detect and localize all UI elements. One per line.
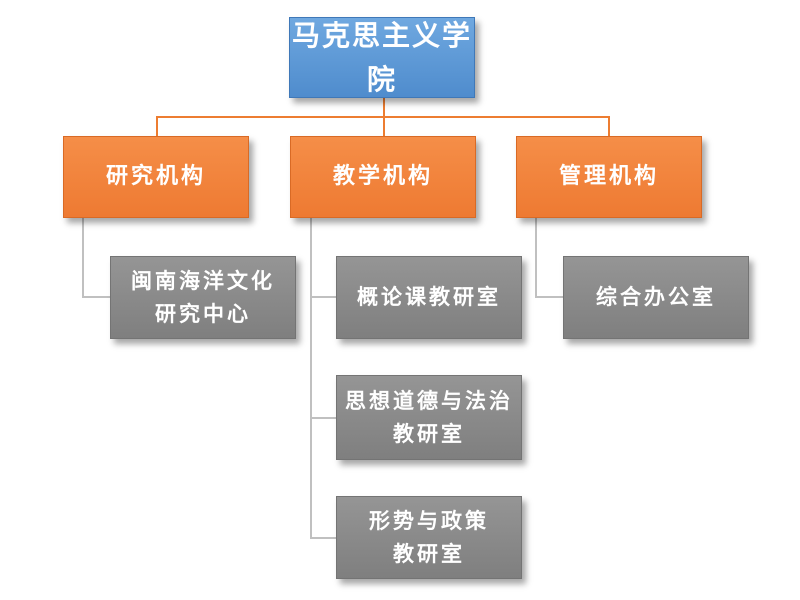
leaf-teaching-2: 形势与政策 教研室: [336, 496, 522, 579]
leaf-line: 思想道德与法治: [345, 388, 513, 413]
leaf-line: 研究中心: [155, 301, 251, 326]
connector-to-admin: [608, 116, 610, 136]
leaf-teaching-0: 概论课教研室: [336, 256, 522, 339]
leaf-line: 综合办公室: [596, 285, 716, 310]
root-node-label: 马克思主义学院: [291, 19, 472, 96]
category-admin-label: 管理机构: [558, 163, 659, 189]
connector-admin-child-0: [535, 296, 563, 298]
leaf-research-0: 闽南海洋文化 研究中心: [110, 256, 296, 339]
category-teaching-label: 教学机构: [332, 163, 433, 189]
connector-teaching-child-1: [310, 417, 338, 419]
connector-research-child-0: [82, 296, 110, 298]
leaf-teaching-1: 思想道德与法治 教研室: [336, 375, 522, 460]
connector-to-teaching: [383, 116, 385, 136]
connector-teaching-trunk: [310, 218, 312, 538]
leaf-line: 教研室: [393, 421, 465, 446]
category-research-label: 研究机构: [105, 163, 206, 189]
category-research: 研究机构: [63, 136, 249, 218]
leaf-line: 形势与政策: [369, 508, 489, 533]
connector-to-research: [156, 116, 158, 136]
leaf-line: 闽南海洋文化: [131, 268, 275, 293]
category-teaching: 教学机构: [290, 136, 476, 218]
category-admin: 管理机构: [516, 136, 702, 218]
root-node: 马克思主义学院: [289, 17, 475, 98]
leaf-admin-0: 综合办公室: [563, 256, 749, 339]
connector-admin-trunk: [535, 218, 537, 297]
connector-teaching-child-0: [310, 296, 338, 298]
connector-teaching-child-2: [310, 537, 338, 539]
leaf-line: 概论课教研室: [357, 285, 501, 310]
connector-research-trunk: [82, 218, 84, 297]
leaf-line: 教研室: [393, 541, 465, 566]
connector-root-down: [383, 98, 385, 116]
